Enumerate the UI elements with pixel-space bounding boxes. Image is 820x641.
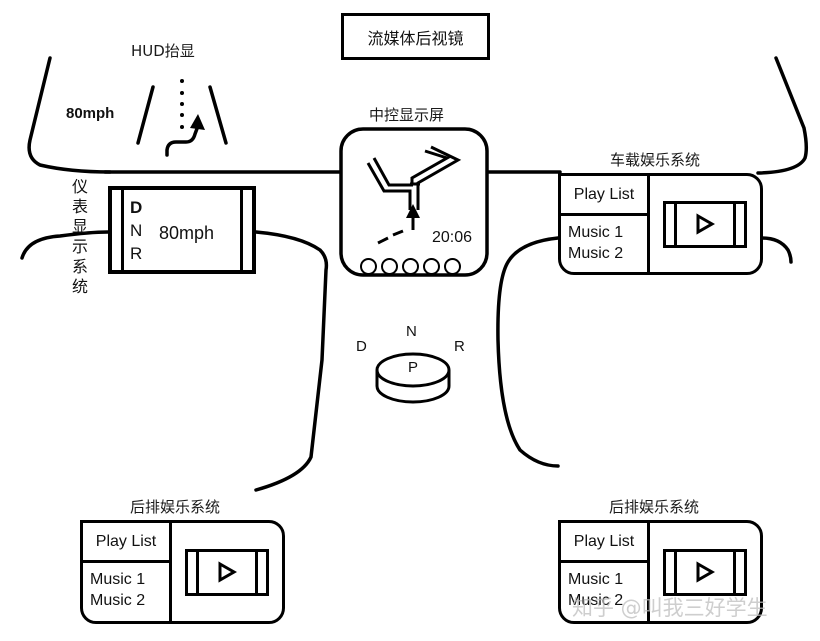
center-buttons-row — [360, 258, 470, 275]
hud-speed: 80mph — [66, 105, 115, 122]
play-icon[interactable] — [217, 561, 237, 583]
rear-right-entertainment-panel: Play List Music 1 Music 2 — [558, 520, 763, 624]
center-screen-button[interactable] — [381, 258, 398, 275]
watermark: 知乎 @叫我三好学生 — [572, 596, 768, 620]
cluster-label-char: 表 — [71, 197, 88, 216]
track-item[interactable]: Music 2 — [568, 592, 624, 609]
track-item[interactable]: Music 1 — [568, 224, 624, 241]
right-pillar-curve — [760, 236, 793, 264]
track-item[interactable]: Music 1 — [90, 571, 146, 588]
cluster-label-char: 系 — [71, 257, 88, 276]
windshield-left-edge — [27, 56, 112, 174]
center-screen-button[interactable] — [360, 258, 377, 275]
cluster-label-char: 显 — [71, 217, 88, 236]
play-icon[interactable] — [695, 213, 715, 235]
shifter-d: D — [356, 338, 367, 355]
cluster-label: 仪表显示系统 — [71, 177, 89, 297]
shifter-n: N — [406, 323, 417, 340]
playlist-header[interactable]: Play List — [561, 523, 647, 563]
hud-graphic — [136, 85, 228, 157]
rear-right-label: 后排娱乐系统 — [609, 498, 700, 516]
gear-d: D — [130, 198, 143, 217]
shifter-p[interactable]: P — [408, 359, 419, 376]
cluster-left-bar — [112, 190, 124, 270]
hud-label: HUD抬显 — [131, 42, 195, 60]
video-player[interactable] — [663, 200, 747, 248]
dashboard-line-far-right — [756, 56, 809, 175]
right-console-curve — [496, 236, 560, 468]
track-item[interactable]: Music 1 — [568, 571, 624, 588]
video-player[interactable] — [185, 548, 269, 596]
cluster-label-char: 仪 — [71, 177, 88, 196]
center-screen-button[interactable] — [423, 258, 440, 275]
cluster-label-char: 示 — [71, 237, 88, 256]
instrument-cluster: D N R 80mph — [108, 186, 256, 274]
gear-r: R — [130, 244, 143, 263]
left-console-curve — [254, 230, 329, 492]
gear-shifter — [375, 352, 451, 404]
infotainment-label: 车载娱乐系统 — [610, 151, 701, 169]
center-screen-button[interactable] — [402, 258, 419, 275]
streaming-rearview-mirror[interactable]: 流媒体后视镜 — [341, 13, 490, 60]
rear-left-label: 后排娱乐系统 — [130, 498, 221, 516]
cluster-right-bar — [240, 190, 252, 270]
front-entertainment-panel: Play List Music 1 Music 2 — [558, 173, 763, 275]
track-item[interactable]: Music 2 — [90, 592, 146, 609]
center-time: 20:06 — [432, 229, 473, 246]
mirror-label: 流媒体后视镜 — [367, 28, 464, 48]
navigation-map — [366, 145, 462, 245]
cluster-speed: 80mph — [159, 223, 215, 243]
playlist-header[interactable]: Play List — [561, 176, 647, 216]
shifter-r: R — [454, 338, 465, 355]
video-player[interactable] — [663, 548, 747, 596]
left-pillar-curve — [20, 230, 110, 260]
playlist-header[interactable]: Play List — [83, 523, 169, 563]
center-display-frame — [339, 127, 489, 277]
play-icon[interactable] — [695, 561, 715, 583]
gear-n: N — [130, 221, 143, 240]
center-display-label: 中控显示屏 — [369, 106, 445, 124]
track-item[interactable]: Music 2 — [568, 245, 624, 262]
cluster-label-char: 统 — [71, 277, 88, 296]
rear-left-entertainment-panel: Play List Music 1 Music 2 — [80, 520, 285, 624]
gear-list: D N R — [130, 196, 142, 265]
center-screen-button[interactable] — [444, 258, 461, 275]
